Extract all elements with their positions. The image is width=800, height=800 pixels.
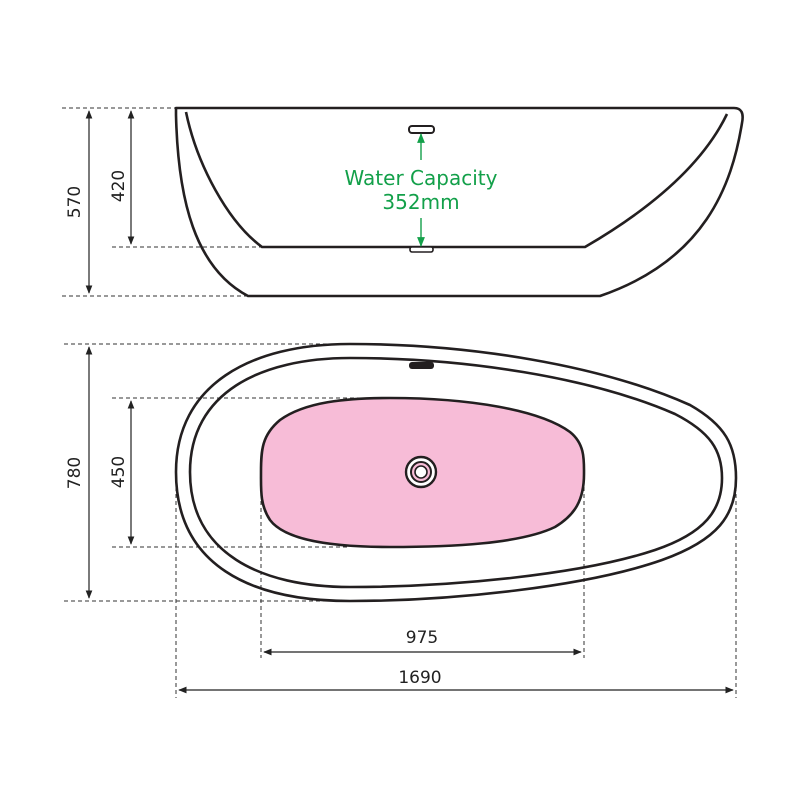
basin-width-450-label: 450	[109, 456, 129, 488]
tub-side-inner-line	[184, 111, 729, 249]
top-overflow	[409, 362, 434, 369]
tub-top-inner-rim	[188, 356, 724, 589]
water-capacity-title: Water Capacity	[345, 166, 498, 190]
basin-length-975-label: 975	[406, 628, 438, 648]
top-view: 780 450 975 1690	[64, 342, 738, 698]
overflow-slot	[408, 125, 435, 134]
depth-420-label: 420	[109, 170, 129, 202]
side-view: Water Capacity 352mm 570 420	[62, 106, 744, 298]
tub-top-outer-rim	[174, 342, 738, 603]
width-780-label: 780	[65, 457, 85, 489]
tub-side-outer-shell	[174, 106, 744, 298]
height-570-label: 570	[65, 186, 85, 218]
length-1690-label: 1690	[398, 668, 441, 688]
water-capacity-value: 352mm	[382, 190, 459, 214]
drain-center	[414, 465, 428, 479]
side-drain	[409, 246, 434, 253]
